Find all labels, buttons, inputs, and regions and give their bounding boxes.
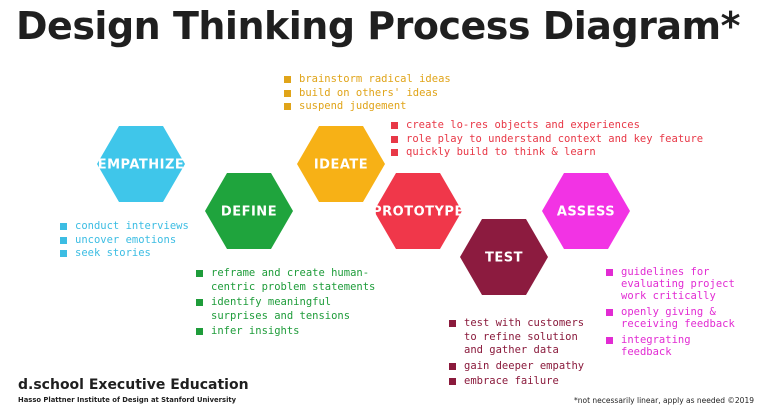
- hex-ideate: IDEATE: [297, 126, 385, 202]
- ideate-list: brainstorm radical ideas build on others…: [284, 73, 451, 114]
- define-item: infer insights: [196, 325, 386, 339]
- test-item: test with customers to refine solution a…: [449, 317, 599, 358]
- footnote: *not necessarily linear, apply as needed…: [574, 396, 754, 405]
- prototype-item: role play to understand context and key …: [391, 133, 703, 147]
- hex-label-define: DEFINE: [221, 205, 277, 220]
- define-item: identify meaningful surprises and tensio…: [196, 296, 386, 323]
- hex-prototype: PROTOTYPE: [372, 173, 464, 249]
- prototype-list: create lo-res objects and experiences ro…: [391, 119, 703, 160]
- empathize-item: seek stories: [60, 247, 189, 261]
- diagram-title: Design Thinking Process Diagram*: [16, 4, 741, 48]
- assess-item: openly giving & receiving feedback: [606, 306, 756, 330]
- hex-label-test: TEST: [485, 251, 523, 266]
- empathize-item: uncover emotions: [60, 234, 189, 248]
- assess-list: guidelines for evaluating project work c…: [606, 266, 756, 362]
- define-item: reframe and create human- centric proble…: [196, 267, 386, 294]
- hex-label-ideate: IDEATE: [314, 158, 368, 173]
- empathize-list: conduct interviews uncover emotions seek…: [60, 220, 189, 261]
- hex-test: TEST: [460, 219, 548, 295]
- hex-assess: ASSESS: [542, 173, 630, 249]
- ideate-item: build on others' ideas: [284, 87, 451, 101]
- hex-empathize: EMPATHIZE: [97, 126, 185, 202]
- test-list: test with customers to refine solution a…: [449, 317, 599, 391]
- define-list: reframe and create human- centric proble…: [196, 267, 386, 341]
- brand-name: d.school Executive Education: [18, 377, 249, 393]
- hex-label-prototype: PROTOTYPE: [372, 205, 464, 220]
- assess-item: guidelines for evaluating project work c…: [606, 266, 756, 302]
- prototype-item: create lo-res objects and experiences: [391, 119, 703, 133]
- test-item: gain deeper empathy: [449, 360, 599, 374]
- empathize-item: conduct interviews: [60, 220, 189, 234]
- ideate-item: brainstorm radical ideas: [284, 73, 451, 87]
- ideate-item: suspend judgement: [284, 100, 451, 114]
- brand-subtitle: Hasso Plattner Institute of Design at St…: [18, 396, 237, 404]
- assess-item: integrating feedback: [606, 334, 756, 358]
- prototype-item: quickly build to think & learn: [391, 146, 703, 160]
- hex-define: DEFINE: [205, 173, 293, 249]
- test-item: embrace failure: [449, 375, 599, 389]
- hex-label-assess: ASSESS: [557, 205, 615, 220]
- hex-label-empathize: EMPATHIZE: [98, 158, 185, 173]
